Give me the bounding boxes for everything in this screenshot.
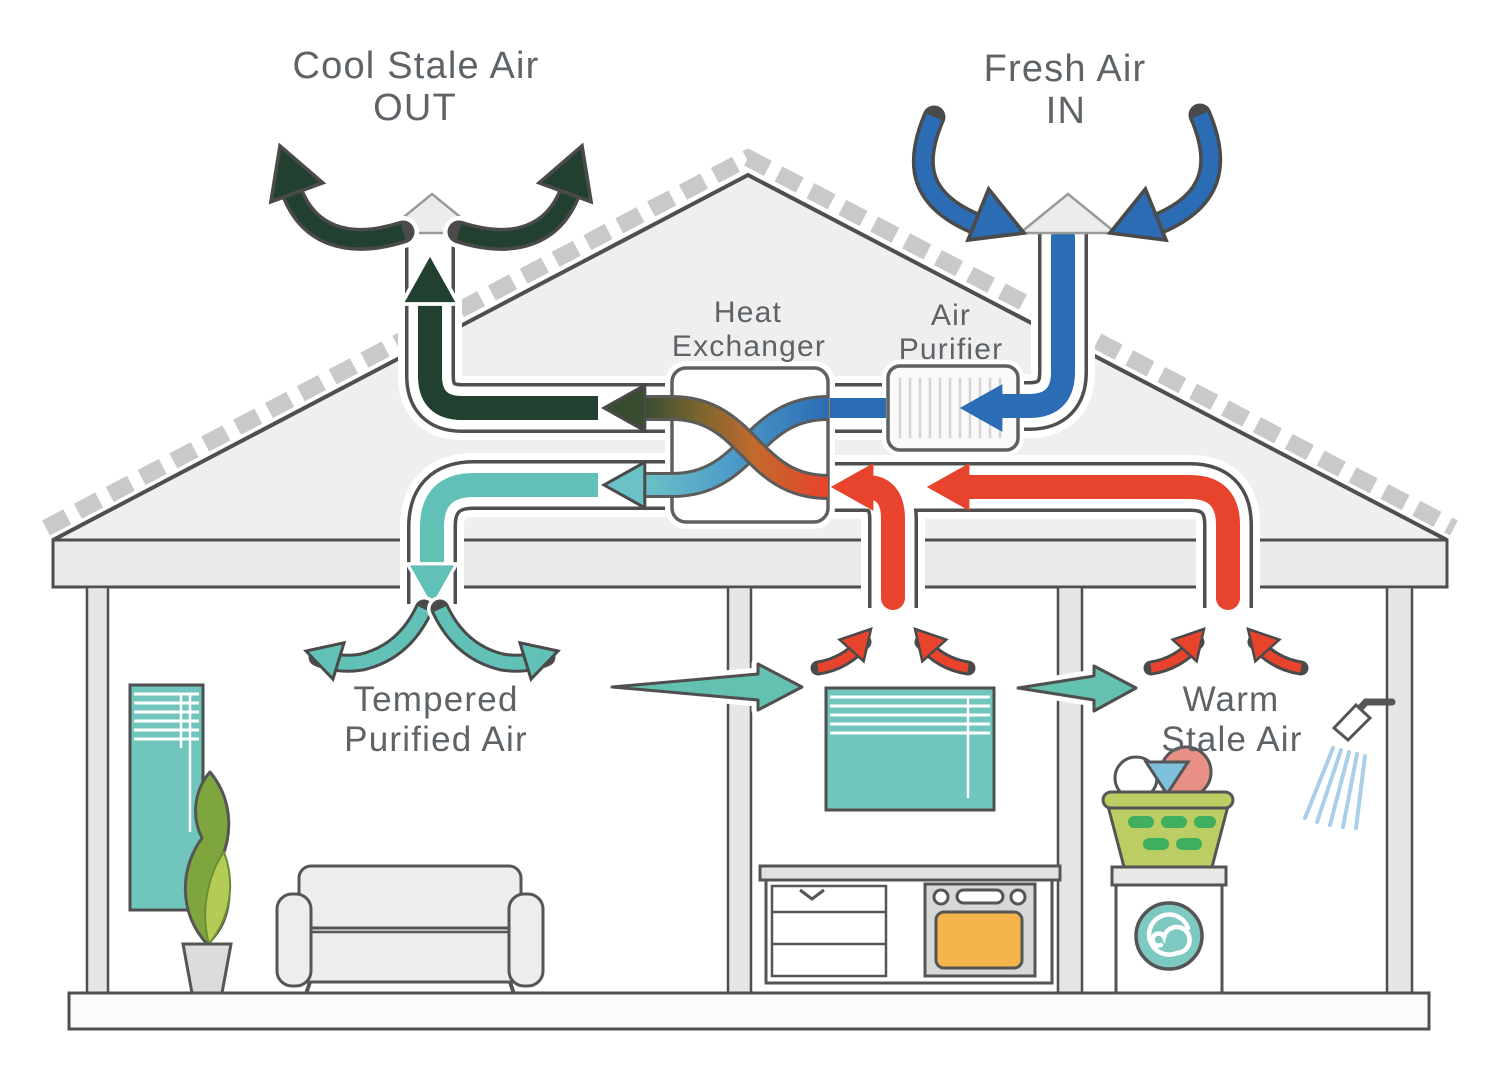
counter-top	[758, 864, 1062, 882]
laundry-basket	[1101, 745, 1235, 869]
sofa-arm-left	[275, 892, 313, 988]
crossflow-extract-to-exhaust	[646, 398, 829, 497]
wall-kitchen-laundry	[1056, 585, 1084, 995]
sofa-leg	[304, 981, 312, 995]
washer-lid	[1110, 865, 1228, 887]
walls	[85, 585, 1414, 995]
shower	[1303, 698, 1396, 830]
fresh-flow	[988, 225, 1075, 418]
exhaust-out-arrows	[252, 134, 610, 256]
room-transfer-arrows	[605, 657, 1143, 718]
laundry-cloth-blue	[1143, 760, 1191, 797]
label-exhaust-line1: Cool Stale Air	[292, 45, 539, 87]
fresh-in-right-arrowhead	[1097, 187, 1168, 261]
duct-flows	[418, 225, 1240, 610]
extract-intake-arrows	[807, 616, 1312, 679]
basket-slots	[1128, 816, 1216, 850]
sofa-arm-right	[507, 892, 545, 988]
shower-head	[1331, 702, 1373, 743]
roof	[42, 148, 1458, 542]
kitchen-counter	[758, 864, 1062, 985]
exhaust-flow	[418, 302, 598, 420]
label-heat-exchanger-line1: Heat	[714, 296, 782, 329]
roof-outline	[52, 172, 1448, 542]
exhaust-out-left-arrowhead	[252, 134, 325, 204]
basket-body	[1106, 804, 1230, 869]
supply-flow	[420, 473, 598, 563]
transfer-arrow-living-to-kitchen	[610, 662, 804, 712]
shower-spray	[1303, 746, 1367, 830]
wall-right	[1385, 585, 1414, 995]
plant-leaf-light	[204, 849, 232, 947]
transfer-arrow-kitchen-to-laundry	[1016, 664, 1138, 713]
drawer-stack	[770, 884, 888, 978]
fresh-in-left-arrowhead	[966, 187, 1037, 261]
label-extract-line2: Stale Air	[1161, 720, 1302, 759]
plant	[181, 770, 233, 995]
label-extract-line1: Warm	[1183, 680, 1280, 719]
label-heat-exchanger-line2: Exchanger	[672, 330, 826, 363]
label-air-purifier-line2: Purifier	[899, 333, 1004, 366]
oven-knob	[1009, 888, 1027, 906]
sofa	[275, 864, 545, 995]
drawer-handle-chevron	[799, 888, 825, 901]
fresh-in-arrows	[907, 99, 1227, 261]
label-intake-line2: IN	[1046, 90, 1086, 132]
label-supply-line1: Tempered	[353, 680, 518, 719]
window-blinds	[134, 692, 199, 832]
label-air-purifier-line1: Air	[931, 299, 971, 332]
oven	[923, 882, 1037, 978]
washing-machine	[1110, 865, 1228, 995]
label-supply-line2: Purified Air	[344, 720, 528, 759]
oven-handle	[955, 888, 1005, 905]
plant-pot	[181, 942, 233, 995]
roof-tile-trim	[42, 148, 1458, 536]
window-blinds	[830, 695, 990, 798]
oven-door	[934, 910, 1024, 970]
washer-spiral	[1146, 912, 1192, 957]
wall-left	[85, 585, 110, 995]
label-intake-line1: Fresh Air	[984, 48, 1147, 90]
vent-cap-right	[1016, 192, 1120, 235]
basket-rim	[1101, 790, 1235, 810]
wall-living-kitchen	[726, 585, 753, 995]
labels: Cool Stale Air OUT Fresh Air IN Heat Exc…	[292, 45, 1302, 759]
oven-knob	[932, 888, 950, 906]
heat-exchanger-crossflow	[646, 395, 829, 500]
floor	[67, 991, 1431, 1031]
roof-plane	[53, 175, 1447, 540]
extract-flow-laundry	[957, 475, 1240, 610]
kitchen-window	[824, 686, 996, 812]
exhaust-out-right-arrowhead	[537, 134, 610, 204]
sofa-leg	[508, 981, 516, 995]
supply-spread-arrows	[298, 596, 566, 681]
label-exhaust-line2: OUT	[373, 87, 457, 129]
